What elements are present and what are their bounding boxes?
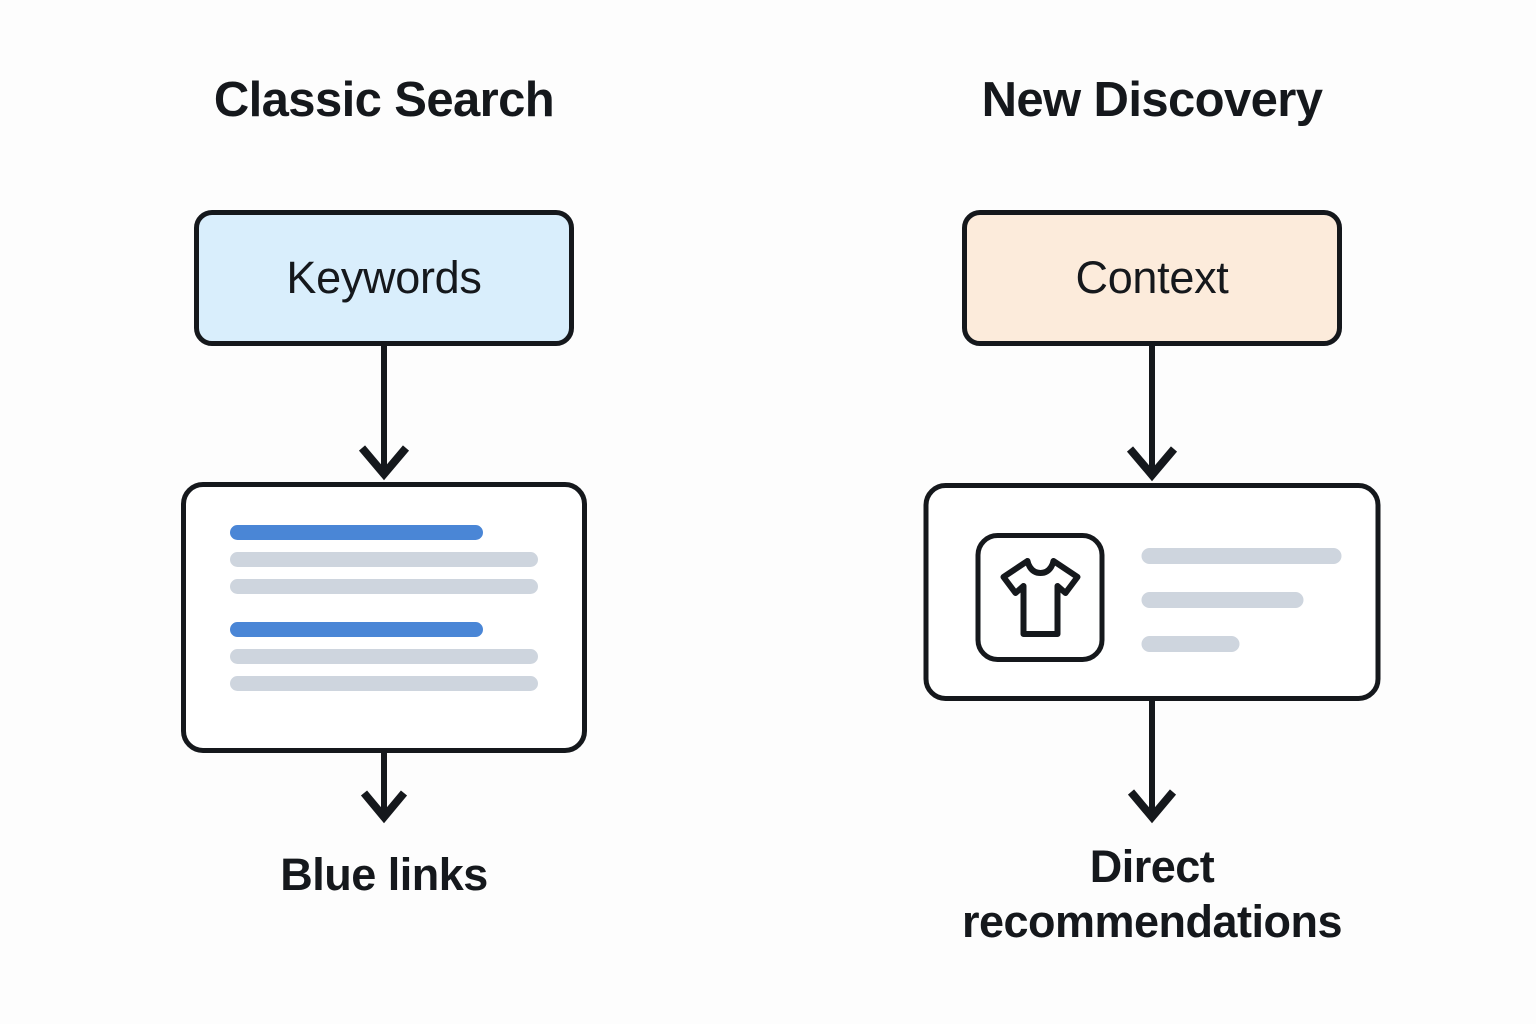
result-snippet-line bbox=[230, 552, 538, 567]
arrow-product-to-outcome bbox=[1122, 701, 1182, 825]
result-snippet-line bbox=[230, 649, 538, 664]
search-results-lines bbox=[230, 525, 538, 703]
search-results-card bbox=[181, 482, 587, 753]
result-snippet-line bbox=[230, 676, 538, 691]
product-price-bar bbox=[1141, 636, 1240, 652]
outcome-label-direct-recommendations: Direct recommendations bbox=[768, 840, 1536, 950]
product-subtitle-bar bbox=[1141, 592, 1304, 608]
context-box-label: Context bbox=[1075, 252, 1229, 303]
product-text-placeholders bbox=[1141, 548, 1347, 652]
keywords-box: Keywords bbox=[194, 210, 574, 346]
column-title-classic-search: Classic Search bbox=[213, 73, 555, 127]
arrow-results-to-outcome bbox=[354, 753, 414, 825]
keywords-box-label: Keywords bbox=[286, 252, 482, 303]
result-title-line bbox=[230, 525, 483, 540]
tshirt-icon bbox=[1000, 557, 1080, 637]
arrow-keywords-to-results bbox=[354, 346, 414, 482]
column-classic-search: Classic Search Keywords bbox=[181, 73, 587, 900]
product-title-bar bbox=[1141, 548, 1342, 564]
context-box: Context bbox=[962, 210, 1342, 346]
product-recommendation-card bbox=[923, 483, 1381, 701]
product-thumbnail bbox=[975, 533, 1105, 662]
outcome-label-line-1: Direct bbox=[1089, 841, 1215, 892]
column-new-discovery: New Discovery Context bbox=[768, 0, 1536, 1024]
column-title-new-discovery: New Discovery bbox=[981, 73, 1323, 127]
result-title-line bbox=[230, 622, 483, 637]
arrow-context-to-product bbox=[1122, 346, 1182, 483]
outcome-label-blue-links: Blue links bbox=[280, 849, 488, 900]
outcome-label-line-2: recommendations bbox=[961, 895, 1343, 947]
result-snippet-line bbox=[230, 579, 538, 594]
